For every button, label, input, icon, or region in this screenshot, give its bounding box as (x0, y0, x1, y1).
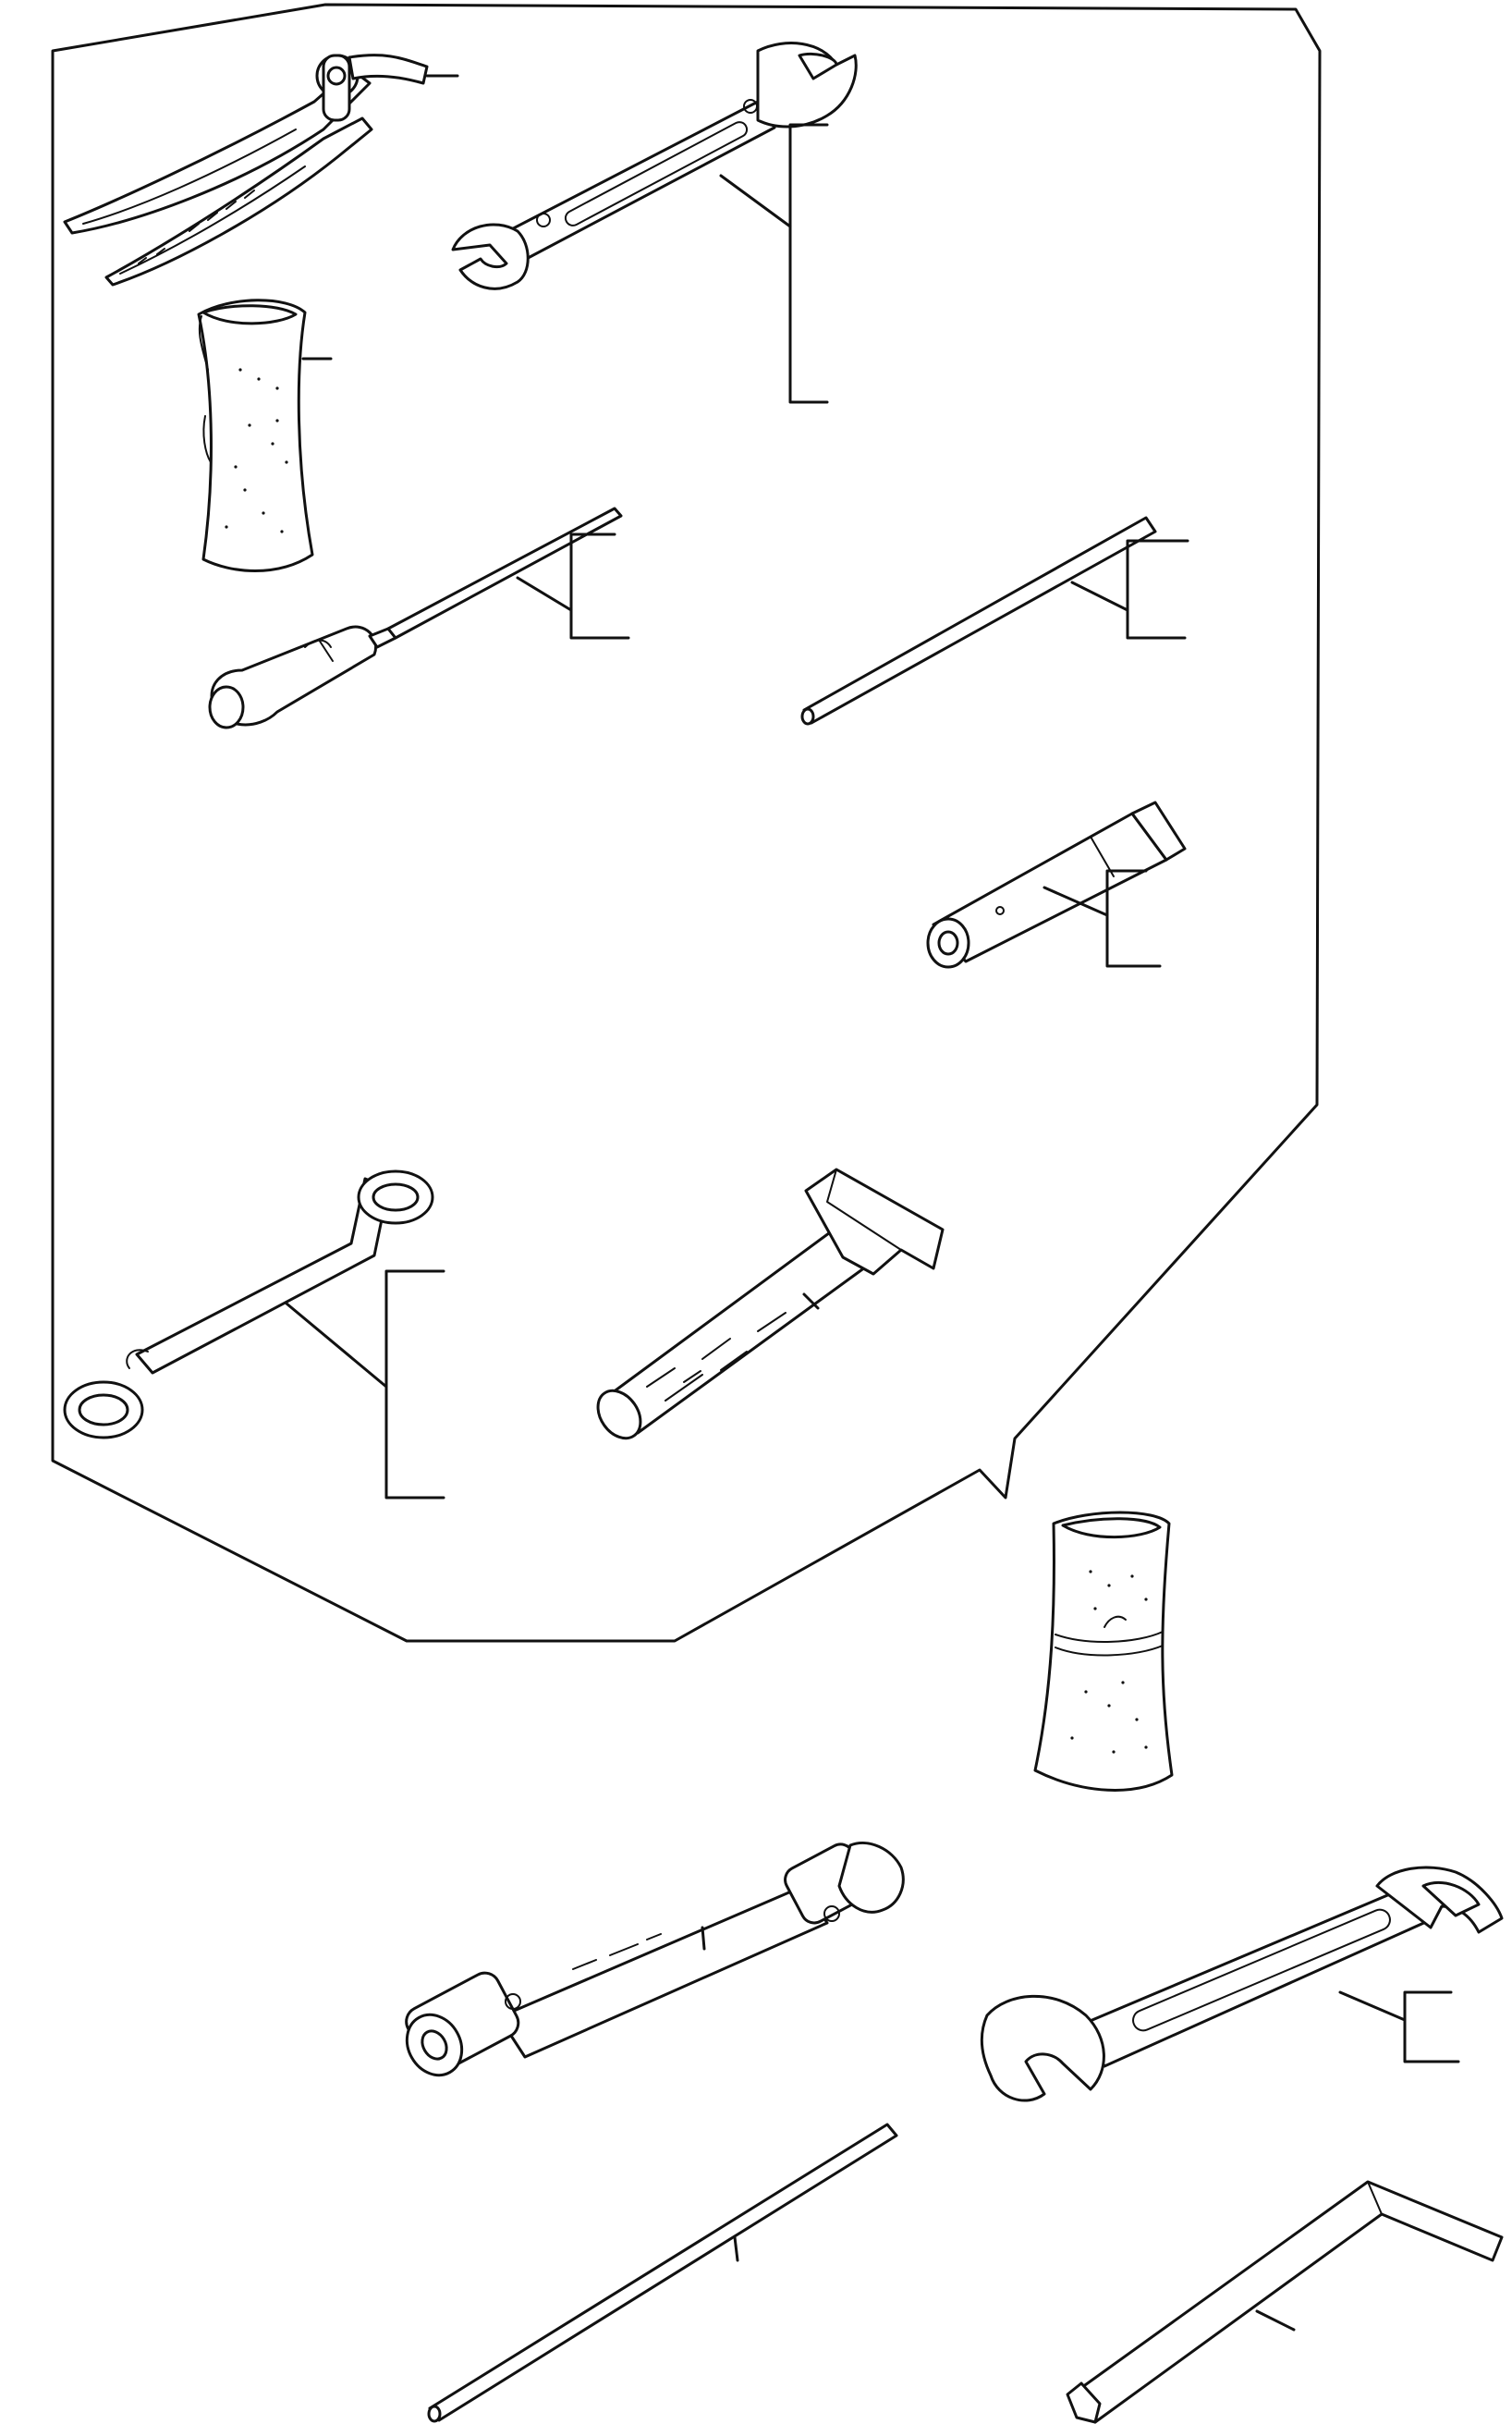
leader-box-spanner (701, 1926, 706, 1951)
tool-bag-upper-texture (225, 368, 288, 533)
screwdriver-icon (208, 507, 623, 729)
bracket-wrench-large (1338, 1990, 1460, 2063)
leader-hammer (802, 1292, 820, 1310)
leader-hex-key (1255, 2309, 1296, 2332)
tool-bag-lower-icon (1033, 1511, 1174, 1792)
ring-wrench-icon (63, 1169, 434, 1439)
bracket-ring-wrench (285, 1269, 445, 1500)
bracket-screwdriver (516, 533, 630, 640)
tool-bag-lower-texture (1070, 1570, 1148, 1754)
socket-extension-icon (926, 801, 1187, 969)
open-end-wrench-large-icon (980, 1866, 1504, 2102)
rod-lower-icon (427, 2123, 898, 2423)
bracket-socket-extension (1043, 869, 1162, 968)
pliers-icon (63, 54, 429, 287)
hammer-icon (596, 1168, 945, 1440)
bracket-rod-upper (1070, 539, 1189, 640)
bracket-wrench-small (719, 123, 829, 404)
leader-rod-lower (733, 2235, 739, 2262)
tool-bag-upper-icon (197, 299, 314, 572)
box-spanner-icon (405, 1842, 905, 2077)
group-outline (51, 3, 1322, 1643)
open-end-wrench-small-icon (451, 42, 858, 290)
rod-upper-icon (800, 516, 1157, 726)
hex-key-icon (1066, 2180, 1504, 2424)
